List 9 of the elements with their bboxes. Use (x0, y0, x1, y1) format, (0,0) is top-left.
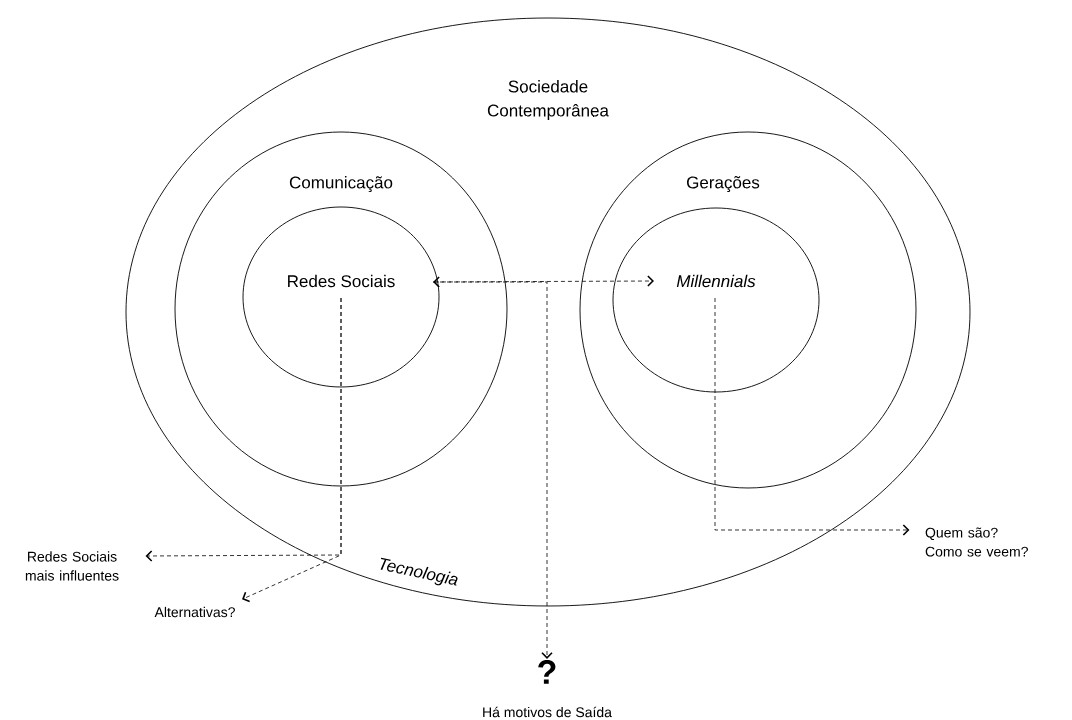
text-label: Redes Sociais mais influentes (25, 551, 119, 581)
arrow (242, 297, 342, 603)
arrow (432, 281, 553, 659)
node-label: Há motivos de Saída (483, 706, 612, 718)
text-label: Alternativas? (154, 606, 235, 618)
question-mark: ? (538, 660, 556, 684)
arrow (714, 297, 910, 536)
arrow (433, 275, 654, 288)
text-label: Quem são? Como se veem? (925, 527, 1028, 557)
